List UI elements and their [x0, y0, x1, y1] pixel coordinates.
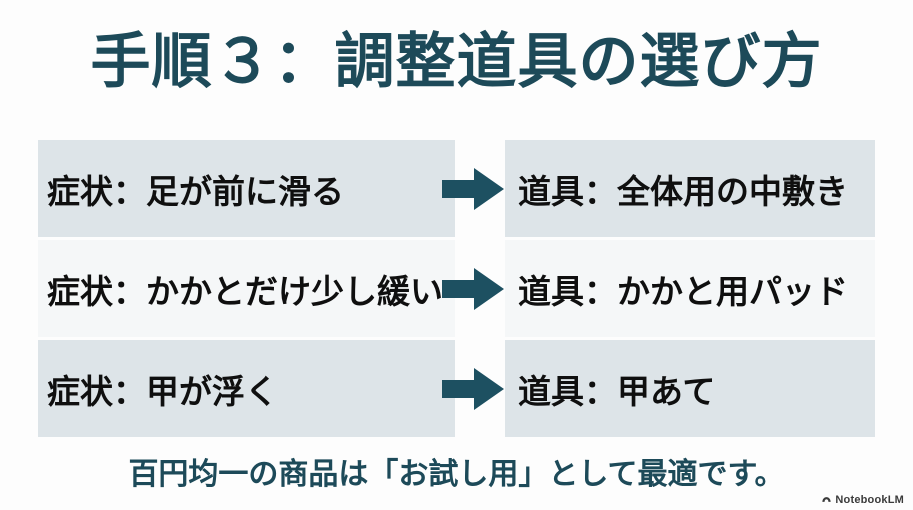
- tool-text: 道具：甲あて: [518, 372, 716, 410]
- tool-text: 道具：かかと用パッド: [518, 272, 848, 310]
- symptom-text: 症状：かかとだけ少し緩い: [47, 272, 443, 310]
- tool-box: 道具：全体用の中敷き: [505, 140, 875, 237]
- symptom-text: 症状：甲が浮く: [47, 372, 278, 410]
- mapping-rows: 症状：足が前に滑る 道具：全体用の中敷き 症状：かかとだけ少し緩い 道具：かかと…: [0, 140, 913, 440]
- footer-note: 百円均一の商品は「お試し用」として最適です。: [128, 458, 785, 491]
- mapping-row: 症状：足が前に滑る 道具：全体用の中敷き: [0, 140, 913, 237]
- symptom-box: 症状：かかとだけ少し緩い: [38, 240, 455, 337]
- notebooklm-label: NotebookLM: [835, 494, 904, 506]
- mapping-row: 症状：甲が浮く 道具：甲あて: [0, 340, 913, 437]
- symptom-text: 症状：足が前に滑る: [47, 172, 344, 210]
- arrow-right-icon: [442, 366, 504, 412]
- mapping-row: 症状：かかとだけ少し緩い 道具：かかと用パッド: [0, 240, 913, 337]
- tool-box: 道具：かかと用パッド: [505, 240, 875, 337]
- symptom-box: 症状：甲が浮く: [38, 340, 455, 437]
- arrow-right-icon: [442, 266, 504, 312]
- tool-box: 道具：甲あて: [505, 340, 875, 437]
- slide-title: 手順３：調整道具の選び方: [90, 28, 823, 95]
- arrow-right-icon: [442, 166, 504, 212]
- tool-text: 道具：全体用の中敷き: [518, 172, 848, 210]
- notebooklm-watermark: NotebookLM: [821, 494, 904, 506]
- notebooklm-logo-icon: [821, 495, 832, 506]
- symptom-box: 症状：足が前に滑る: [38, 140, 455, 237]
